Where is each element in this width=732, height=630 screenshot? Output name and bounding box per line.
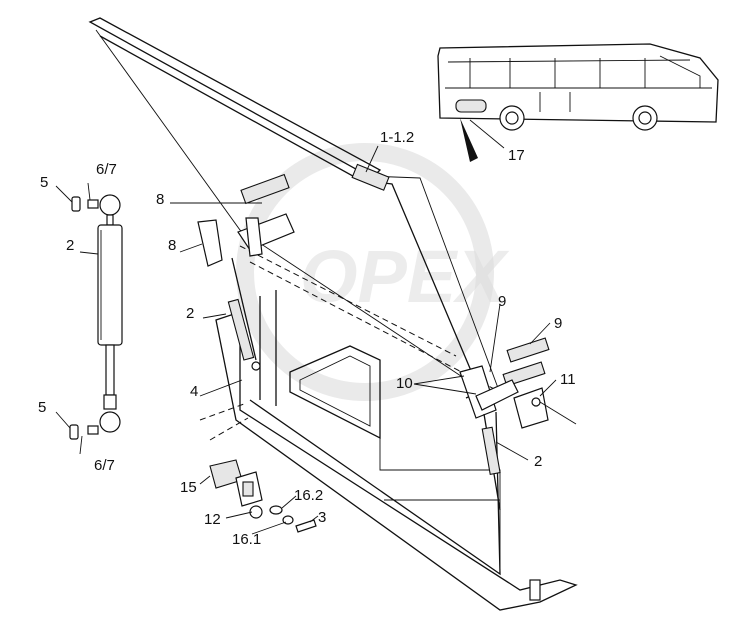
callout-11: 11 (560, 371, 576, 388)
callout-2-right: 2 (534, 453, 542, 470)
flap-frame (88, 17, 501, 399)
bus-illustration (437, 43, 719, 162)
callout-6-7-top: 6/7 (96, 161, 117, 178)
callout-16-2: 16.2 (294, 487, 323, 504)
callout-10: 10 (396, 375, 413, 392)
loose-fasteners (209, 459, 317, 533)
gas-strut-part (69, 194, 123, 440)
callout-9-upper: 9 (498, 293, 506, 310)
callout-17: 17 (508, 147, 525, 164)
leader-lines (55, 145, 557, 535)
callout-6-7-bottom: 6/7 (94, 457, 115, 474)
callout-8-top: 8 (156, 191, 164, 208)
left-hinge-assembly (197, 173, 295, 371)
watermark-logo: OPEX (236, 143, 510, 401)
callout-2-left: 2 (66, 237, 74, 254)
callout-3: 3 (318, 509, 326, 526)
callout-9-right: 9 (554, 315, 562, 332)
callout-8-mid: 8 (168, 237, 176, 254)
right-hinge-assembly (459, 337, 577, 511)
callout-16-1: 16.1 (232, 531, 261, 548)
callout-15: 15 (180, 479, 197, 496)
callout-4: 4 (190, 383, 198, 400)
watermark-text: OPEX (300, 235, 510, 318)
callout-labels: 1-1.2 17 8 8 5 6/7 2 2 4 9 9 10 11 2 5 6… (38, 129, 576, 548)
callout-5-top: 5 (40, 174, 48, 191)
callout-12: 12 (204, 511, 221, 528)
callout-2-mid: 2 (186, 305, 194, 322)
callout-5-bottom: 5 (38, 399, 46, 416)
callout-1-1-2: 1-1.2 (380, 129, 414, 146)
